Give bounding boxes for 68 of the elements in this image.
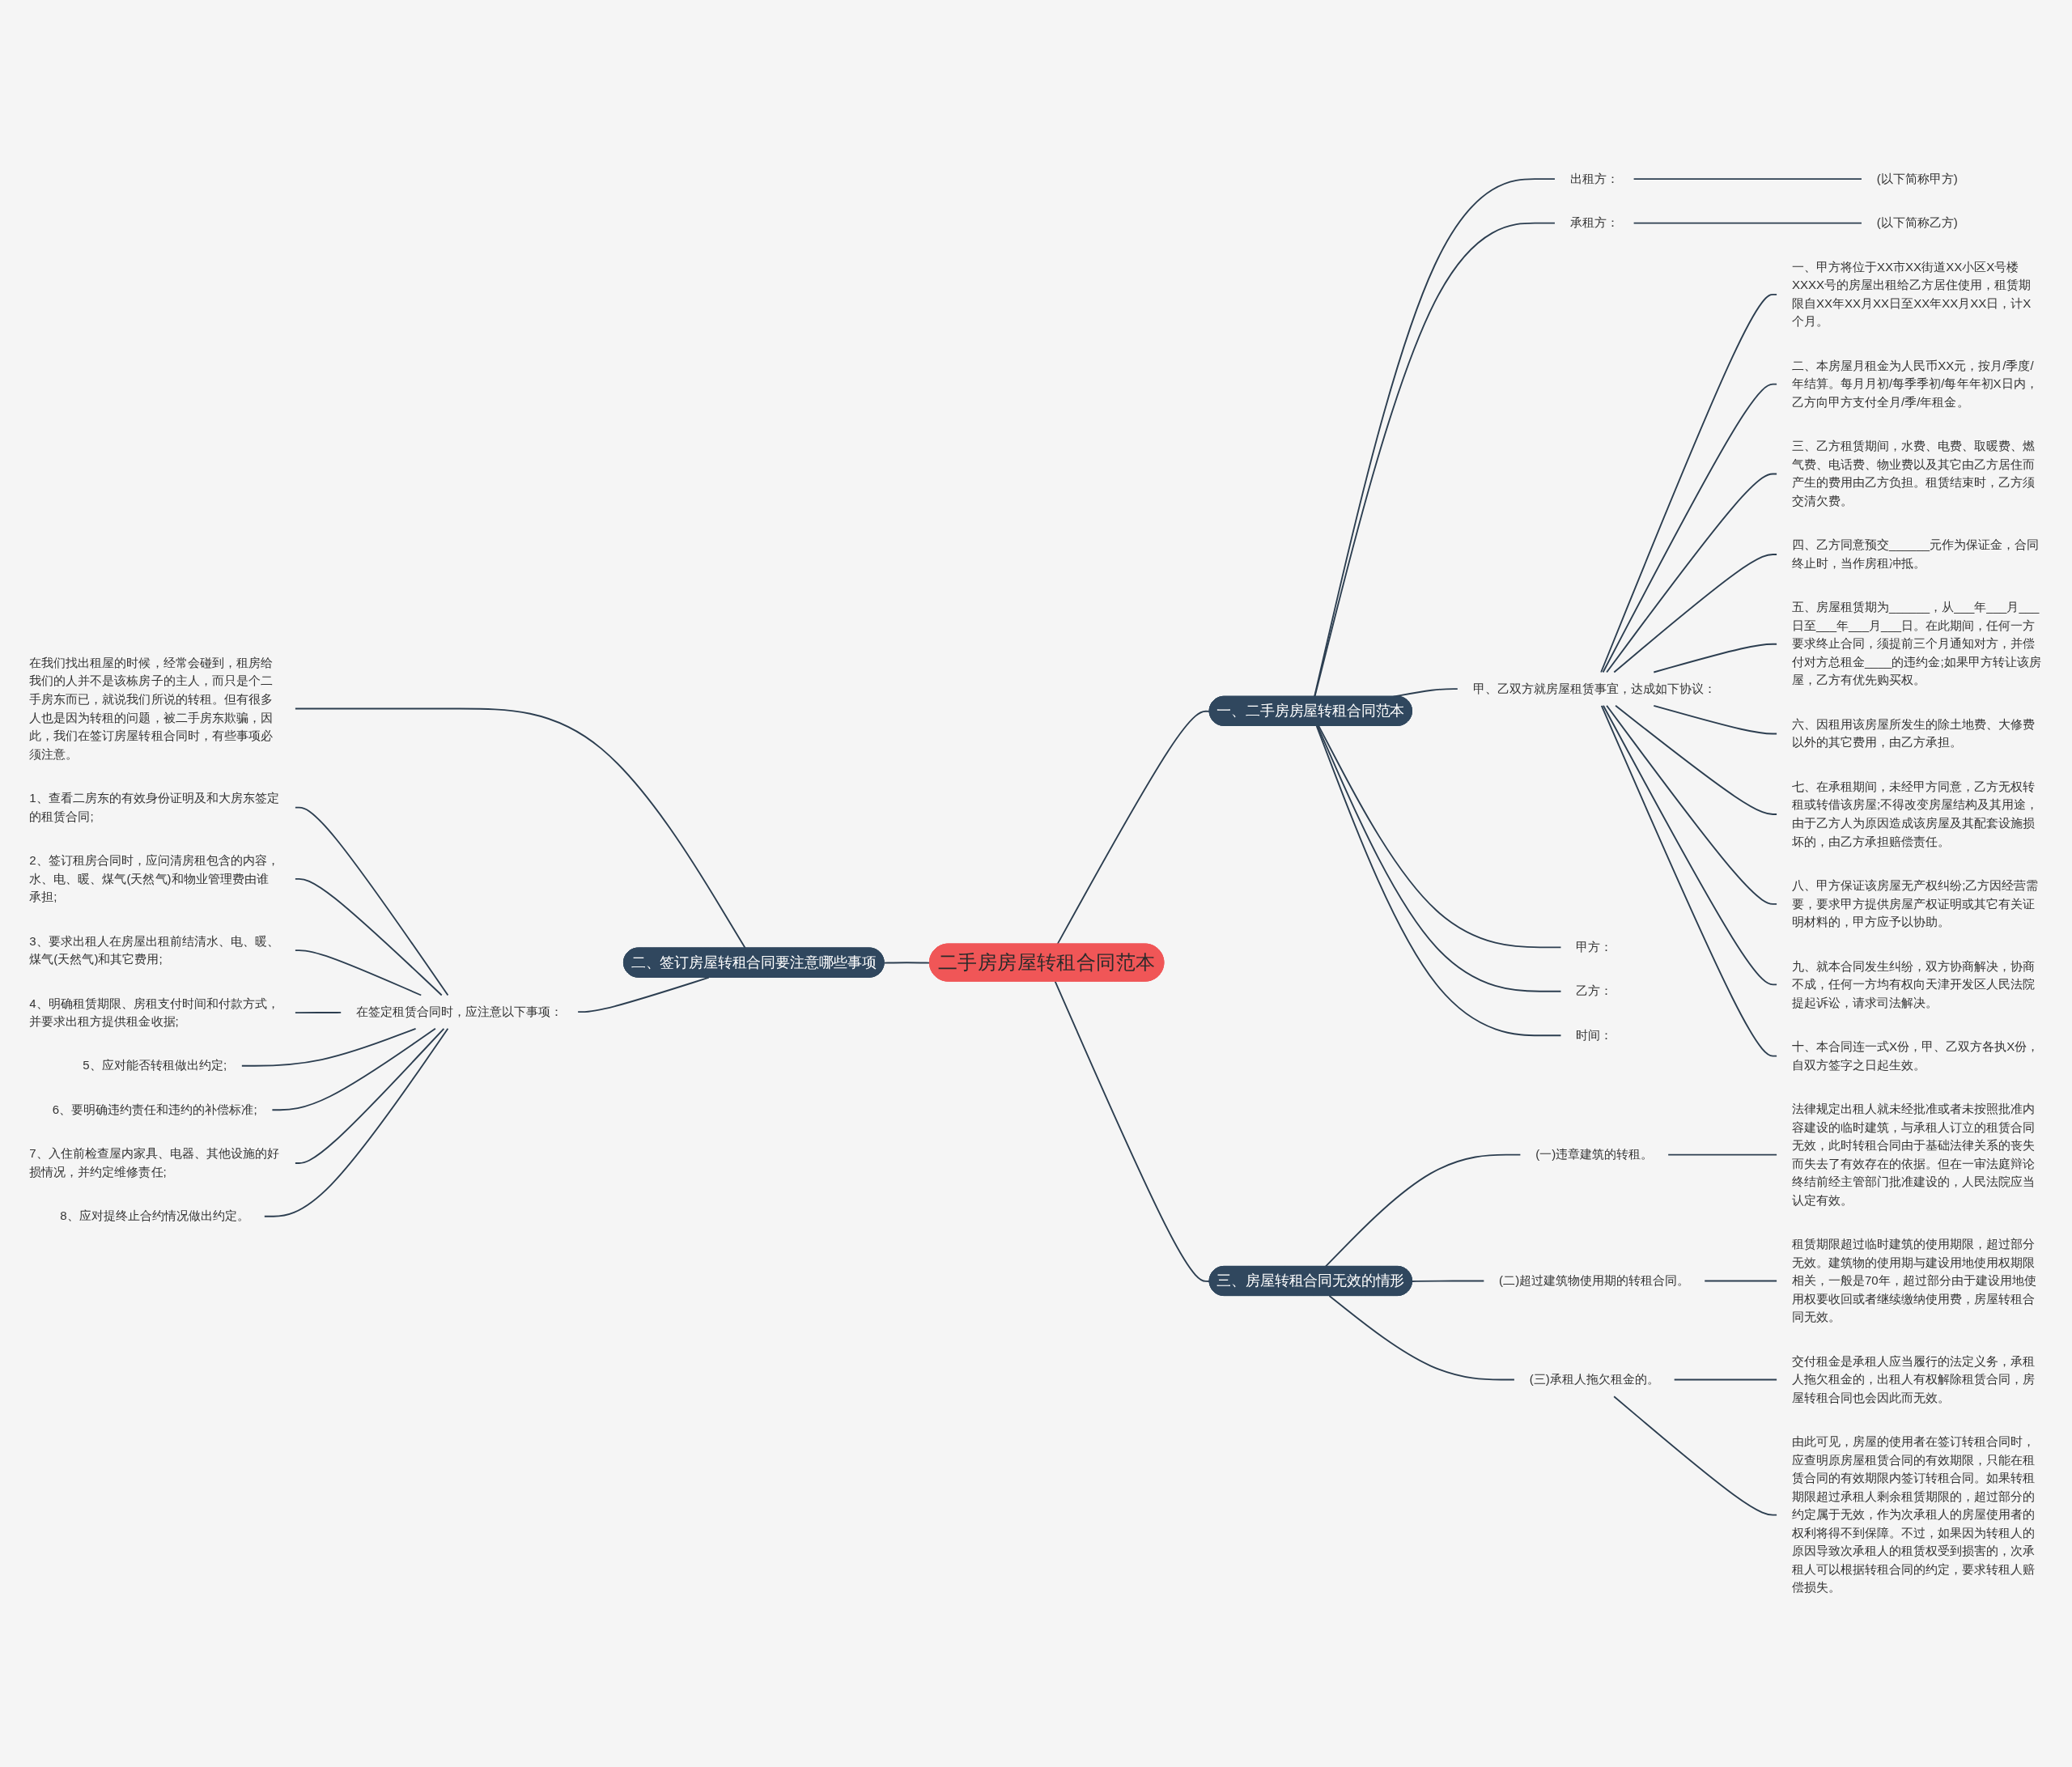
connector (263, 1027, 449, 1217)
connector (1613, 1395, 1778, 1516)
node-text: 出租方： (1569, 172, 1619, 185)
node-text: 八、甲方保证该房屋无产权纠纷;乙方因经营需要，要求甲方提供房屋产权证明或其它有关证明材料的，甲方应予以协助。 (1791, 878, 2039, 928)
node-text: 5、应对能否转租做出约定; (83, 1059, 227, 1073)
node-text: 甲、乙双方就房屋租赁事宜，达成如下协议： (1472, 682, 1716, 695)
node-text: 在我们找出租屋的时候，经常会碰到，租房给我们的人并不是该栋房子的主人，而只是个二手房东而已，就说我们所说的转租。但有很多人也是因为转租的问题，被二手房东欺骗，因此，我们在签订房屋转租合同时，有些事项必须注意。 (29, 656, 273, 761)
node-text: 时间： (1576, 1028, 1613, 1042)
node-text: 交付租金是承租人应当履行的法定义务，承租人拖欠租金的，出租人有权解除租赁合同，房屋转租合同也会因此而无效。 (1791, 1354, 2036, 1404)
node-text: 一、甲方将位于XX市XX街道XX小区X号楼XXXX号的房屋出租给乙方居住使用，租赁期限自XX年XX月XX日至XX年XX月XX日，计X个月。 (1791, 260, 2032, 329)
node-text: 2、签订租房合同时，应问清房租包含的内容，水、电、暖、煤气(天然气)和物业管理费由谁承担; (29, 853, 280, 903)
node-text: 四、乙方同意预交______元作为保证金，合同终止时，当作房租冲抵。 (1791, 538, 2040, 570)
node-text: 租赁期限超过临时建筑的使用期限，超过部分无效。建筑物的使用期与建设用地使用权期限相关，一般是70年，超过部分由于建设用地使用权要收回或者继续缴纳使用费，房屋转租合同无效。 (1791, 1237, 2037, 1324)
node-text: (二)超过建筑物使用期的转租合同。 (1499, 1274, 1690, 1288)
node-text: 三、乙方租赁期间，水费、电费、取暖费、燃气费、电话费、物业费以及其它由乙方居住而产生的费用由乙方负担。租赁结束时，乙方须交清欠费。 (1791, 440, 2036, 508)
connector (577, 976, 710, 1013)
node-text: 承租方： (1569, 216, 1619, 230)
connector (1602, 383, 1778, 673)
node-text: 在签定租赁合同时，应注意以下事项： (356, 1005, 563, 1018)
connector (1600, 704, 1778, 1057)
connector (1704, 1280, 1778, 1282)
node-text: 由此可见，房屋的使用者在签订转租合同时，应查明原房屋租赁合同的有效期限，只能在租赁合同的有效期限内签订转租合同。如果转租期限超过承租人剩余租赁期限的，超过部分的约定属于无效，作为次承租人的房屋使用者的权利将得不到保障。不过，如果因为转租人的原因导致次承租人的租赁权受到损害的，次承租人可以根据转租合同的约定，要求转租人赔偿损失。 (1791, 1435, 2036, 1595)
connector (1054, 980, 1211, 1282)
node-text: 乙方： (1576, 984, 1613, 998)
connector (294, 707, 746, 949)
node-text: 七、在承租期间，未经甲方同意，乙方无权转租或转借该房屋;不得改变房屋结构及其用途，由于乙方人为原因造成该房屋及其配套设施损坏的，由乙方承担赔偿责任。 (1791, 779, 2039, 848)
connector (240, 1027, 417, 1067)
connector (1600, 293, 1778, 673)
node-text: 6、要明确违约责任和违约的补偿标准; (52, 1102, 257, 1116)
connector (1606, 473, 1778, 673)
connector (1318, 724, 1562, 949)
node-text: 4、明确租赁期限、房租支付时间和付款方式，并要求出租方提供租金收据; (29, 996, 280, 1028)
connector (1613, 554, 1778, 673)
connector (883, 962, 931, 964)
node-text: 五、房屋租赁期为______，从___年___月___日至___年___月___日。在此期间，任何一方要求终止合同，须提前三个月通知对方，并偿付对方总租金____的违约金;如果甲方转让该房屋，乙方有优先购买权。 (1791, 601, 2041, 687)
connector (1615, 704, 1778, 815)
node-text: 1、查看二房东的有效身份证明及和大房东签定的租赁合同; (29, 791, 280, 823)
node-text: 十、本合同连一式X份，甲、乙双方各执X份，自双方签字之日起生效。 (1791, 1039, 2040, 1072)
connector (1667, 1153, 1778, 1156)
node-text: (一)违章建筑的转租。 (1535, 1148, 1654, 1162)
connector (1606, 704, 1778, 905)
connector (1412, 1280, 1485, 1282)
connector (271, 1027, 436, 1111)
connector (1324, 1153, 1522, 1268)
connector (294, 1012, 342, 1014)
node-text: 二、本房屋月租金为人民币XX元，按月/季度/年结算。每月月初/每季季初/每年年初X日内，乙方向甲方支付全月/季/年租金。 (1791, 359, 2038, 409)
connector (1056, 710, 1211, 945)
connector (1633, 178, 1862, 181)
connector (294, 1027, 445, 1164)
connector (1653, 643, 1778, 673)
node-text: (以下简称甲方) (1876, 172, 1958, 185)
connector (1633, 222, 1862, 224)
connector (1653, 704, 1778, 735)
node-text: 六、因租用该房屋所发生的除土地费、大修费以外的其它费用，由乙方承担。 (1791, 717, 2036, 750)
node-text: 3、要求出租人在房屋出租前结清水、电、暖、煤气(天然气)和其它费用; (29, 934, 280, 966)
connector (1603, 704, 1778, 986)
connector (294, 806, 449, 996)
connector (1673, 1378, 1778, 1381)
node-text: 法律规定出租人就未经批准或者未按照批准内容建设的临时建筑，与承租人订立的租赁合同无效，此时转租合同由于基础法律关系的丧失而失去了有效存在的依据。但在一审法庭辩论终结前经主管部门批准建设的，人民法院应当认定有效。 (1791, 1102, 2036, 1207)
node-text: 7、入住前检查屋内家具、电器、其他设施的好损情况，并约定维修责任; (29, 1147, 280, 1179)
node-text: (以下简称乙方) (1876, 216, 1958, 230)
node-text: 九、就本合同发生纠纷，双方协商解决，协商不成，任何一方均有权向天津开发区人民法院提起诉讼，请求司法解决。 (1791, 959, 2036, 1009)
node-text: 甲方： (1576, 940, 1613, 954)
connector (294, 877, 443, 996)
node-text: 8、应对提终止合约情况做出约定。 (60, 1209, 250, 1223)
connector (1328, 1295, 1515, 1381)
node-text: (三)承租人拖欠租金的。 (1529, 1373, 1659, 1387)
connector (294, 949, 422, 996)
